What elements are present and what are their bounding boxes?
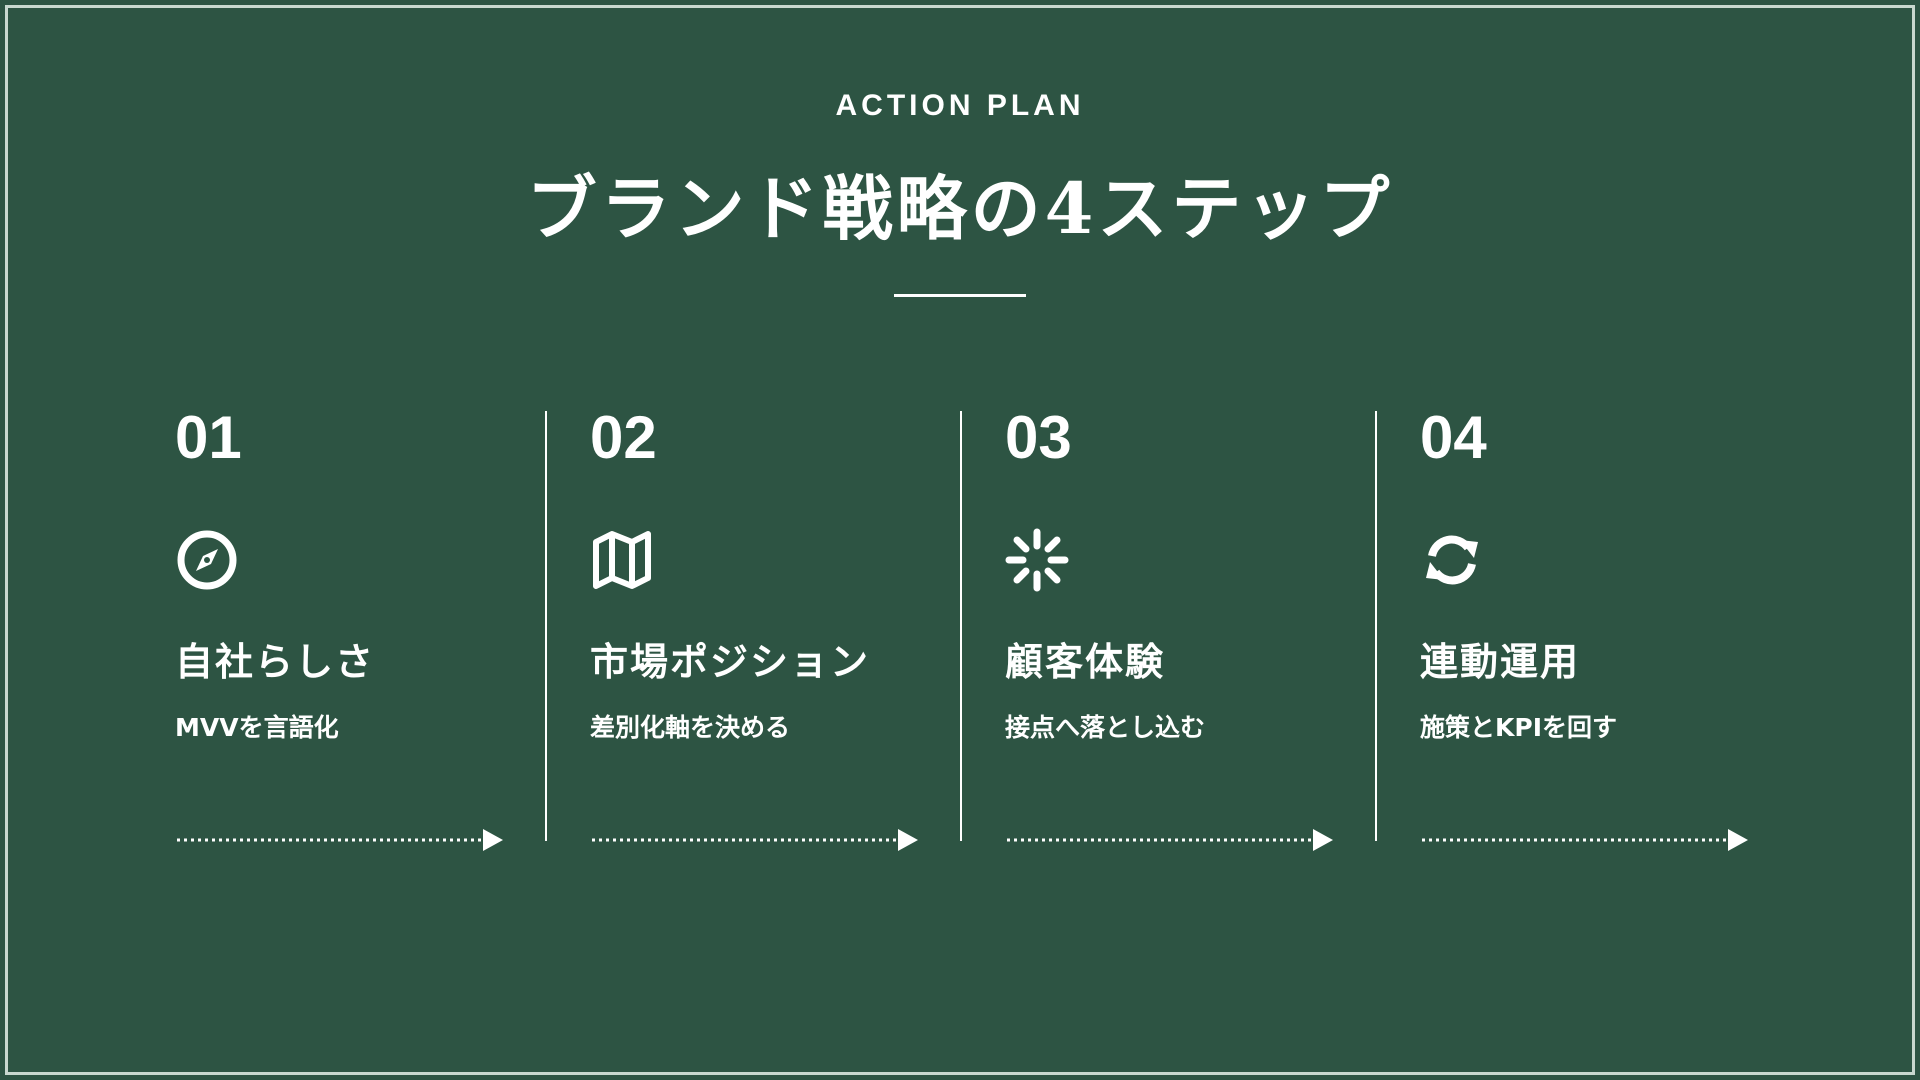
dotted-arrow: [1005, 828, 1335, 852]
step-card-3: 03 顧客体験 接点へ落とし込む: [1005, 400, 1345, 860]
step-description: MVVを言語化: [175, 713, 339, 742]
step-title: 市場ポジション: [590, 640, 871, 684]
refresh-icon: [1420, 528, 1484, 592]
step-title: 顧客体験: [1005, 640, 1166, 684]
step-card-4: 04 連動運用 施策とKPIを回す: [1420, 400, 1760, 860]
compass-icon: [175, 528, 239, 592]
dotted-arrow: [175, 828, 505, 852]
column-divider: [1375, 411, 1377, 841]
eyebrow-label: ACTION PLAN: [835, 89, 1085, 122]
step-number: 01: [175, 404, 242, 471]
step-card-2: 02 市場ポジション 差別化軸を決める: [590, 400, 930, 860]
column-divider: [960, 411, 962, 841]
step-description: 施策とKPIを回す: [1420, 713, 1617, 742]
title-underline: [894, 294, 1026, 297]
dotted-arrow: [1420, 828, 1750, 852]
slide-title: ブランド戦略の4ステップ: [526, 167, 1394, 250]
step-title: 連動運用: [1420, 640, 1581, 684]
map-icon: [590, 528, 654, 592]
step-title: 自社らしさ: [175, 640, 376, 684]
step-number: 04: [1420, 404, 1487, 471]
slide-frame: [5, 5, 1915, 1075]
sparkle-icon: [1005, 528, 1069, 592]
step-description: 接点へ落とし込む: [1005, 713, 1206, 742]
step-number: 02: [590, 404, 657, 471]
step-card-1: 01 自社らしさ MVVを言語化: [175, 400, 515, 860]
dotted-arrow: [590, 828, 920, 852]
column-divider: [545, 411, 547, 841]
step-number: 03: [1005, 404, 1072, 471]
step-description: 差別化軸を決める: [590, 713, 791, 742]
